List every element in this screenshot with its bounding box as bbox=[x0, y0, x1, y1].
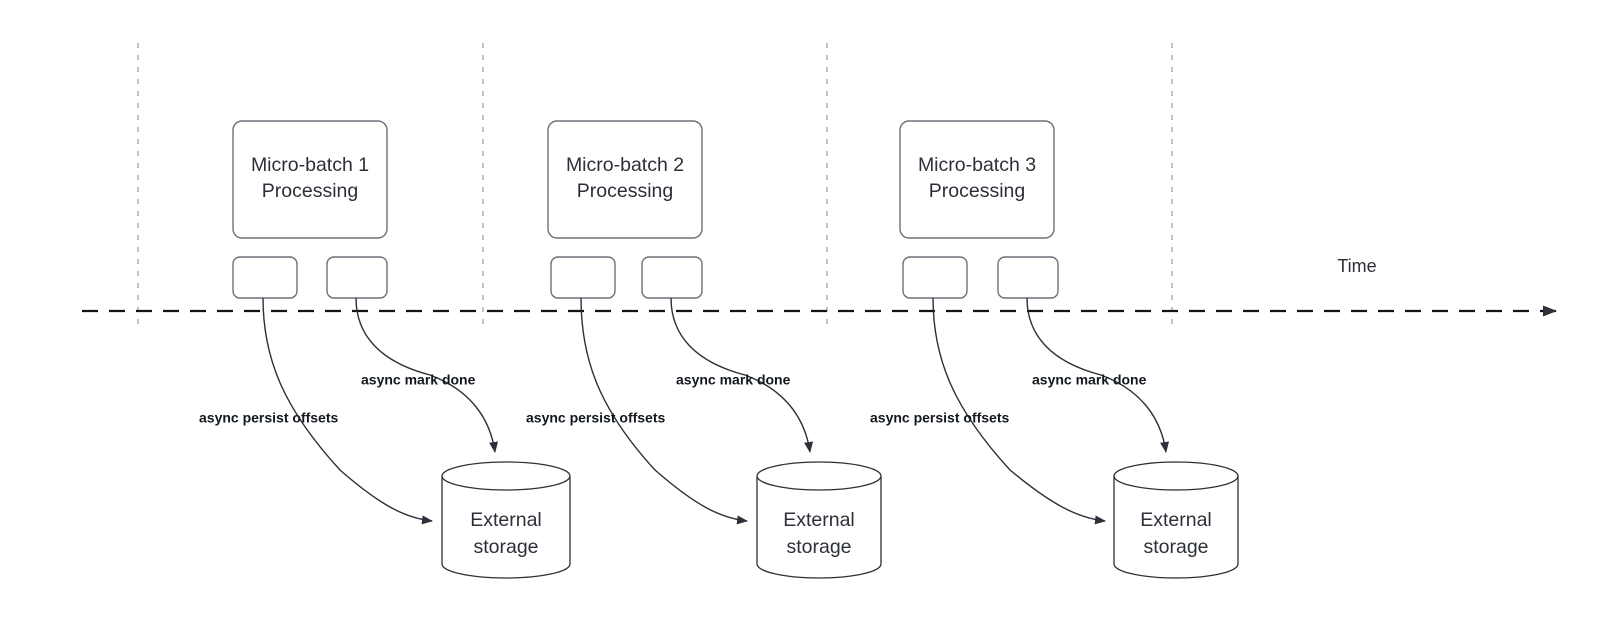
external-storage-2-label-line2: storage bbox=[786, 536, 851, 558]
external-storage-1-body bbox=[441, 476, 571, 579]
external-storage-3-body bbox=[1113, 476, 1239, 579]
edge-label-persist-offsets-1: async persist offsets bbox=[199, 410, 338, 426]
edge-mark-done-3 bbox=[1026, 297, 1169, 453]
micro-batch-3-box[interactable] bbox=[899, 120, 1055, 239]
external-storage-1-label-line1: External bbox=[470, 509, 542, 531]
micro-batch-3-label-line2: Processing bbox=[929, 180, 1025, 202]
external-storage-1-top bbox=[441, 461, 571, 491]
edge-label-mark-done-3: async mark done bbox=[1032, 372, 1147, 388]
group-3: Micro-batch 3 Processing async persist o… bbox=[870, 120, 1239, 579]
time-axis-label: Time bbox=[1337, 256, 1376, 276]
micro-batch-1-label-line2: Processing bbox=[262, 180, 358, 202]
external-storage-cylinder-1[interactable]: External storage bbox=[441, 461, 571, 579]
external-storage-cylinder-2[interactable]: External storage bbox=[756, 461, 882, 579]
edge-label-persist-offsets-3: async persist offsets bbox=[870, 410, 1009, 426]
external-storage-3-label-line1: External bbox=[1140, 509, 1212, 531]
micro-batch-3-task-box-2[interactable] bbox=[997, 256, 1059, 299]
micro-batch-1-box[interactable] bbox=[232, 120, 388, 239]
external-storage-2-label-line1: External bbox=[783, 509, 855, 531]
micro-batch-1-task-box-1[interactable] bbox=[232, 256, 298, 299]
micro-batch-2-task-box-1[interactable] bbox=[550, 256, 616, 299]
micro-batch-2-label-line2: Processing bbox=[577, 180, 673, 202]
edge-persist-offsets-1 bbox=[262, 297, 433, 525]
micro-batch-2-label-line1: Micro-batch 2 bbox=[566, 154, 684, 176]
edge-label-mark-done-1: async mark done bbox=[361, 372, 476, 388]
external-storage-1-label-line2: storage bbox=[473, 536, 538, 558]
edge-label-persist-offsets-2: async persist offsets bbox=[526, 410, 665, 426]
edge-label-mark-done-2: async mark done bbox=[676, 372, 791, 388]
external-storage-2-top bbox=[756, 461, 882, 491]
edge-mark-done-2 bbox=[670, 297, 813, 453]
edge-persist-offsets-3 bbox=[932, 297, 1106, 525]
micro-batch-3-label-line1: Micro-batch 3 bbox=[918, 154, 1036, 176]
external-storage-3-label-line2: storage bbox=[1143, 536, 1208, 558]
micro-batch-3-task-box-1[interactable] bbox=[902, 256, 968, 299]
external-storage-3-top bbox=[1113, 461, 1239, 491]
external-storage-2-body bbox=[756, 476, 882, 579]
micro-batch-1-task-box-2[interactable] bbox=[326, 256, 388, 299]
micro-batch-2-box[interactable] bbox=[547, 120, 703, 239]
group-2: Micro-batch 2 Processing async persist o… bbox=[526, 120, 882, 579]
micro-batch-1-label-line1: Micro-batch 1 bbox=[251, 154, 369, 176]
external-storage-cylinder-3[interactable]: External storage bbox=[1113, 461, 1239, 579]
edge-mark-done-1 bbox=[355, 297, 498, 453]
micro-batch-2-task-box-2[interactable] bbox=[641, 256, 703, 299]
edge-persist-offsets-2 bbox=[580, 297, 748, 525]
group-1: Micro-batch 1 Processing async persist o… bbox=[199, 120, 571, 579]
